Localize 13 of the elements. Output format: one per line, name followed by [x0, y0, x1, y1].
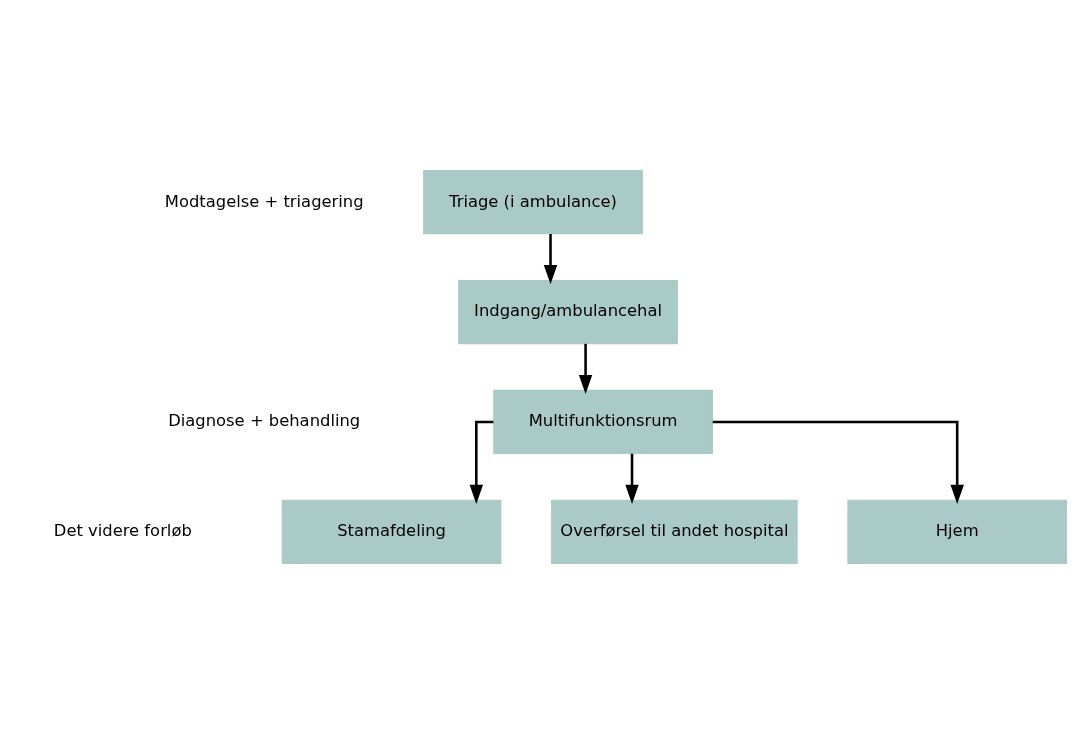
node-box: Triage (i ambulance) — [423, 169, 643, 234]
node-box: Hjem — [847, 499, 1068, 564]
node-box: Stamafdeling — [281, 499, 502, 564]
arrow — [625, 453, 639, 504]
arrow — [712, 420, 964, 504]
arrow — [543, 233, 558, 284]
node-box: Indgang/ambulancehal — [458, 279, 678, 344]
node-box: Overførsel til andet hospital — [551, 499, 798, 564]
label: Det videre forløb — [53, 520, 192, 540]
arrow — [578, 343, 593, 394]
label: Modtagelse + triagering — [164, 191, 364, 211]
label: Diagnose + behandling — [168, 410, 361, 430]
node-box: Multifunktionsrum — [493, 389, 713, 454]
